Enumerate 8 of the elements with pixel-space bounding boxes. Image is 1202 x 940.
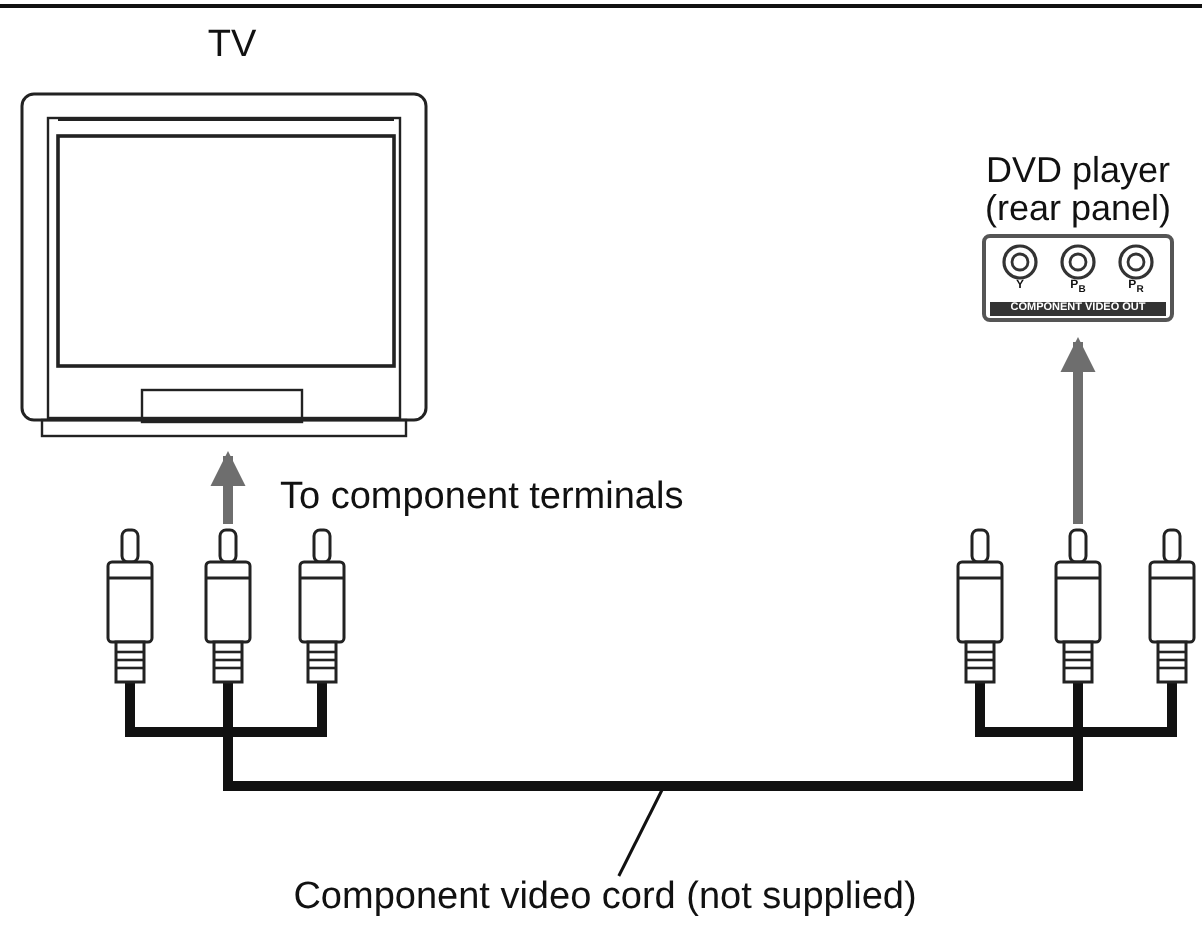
device-label: TV: [205, 24, 259, 68]
edge-label: To component terminals: [280, 476, 684, 520]
device-label: DVD player (rear panel): [982, 152, 1174, 228]
arrow: [1060, 337, 1096, 524]
cord-caption: Component video cord (not supplied): [291, 876, 919, 920]
arrow: [210, 451, 246, 524]
leader-line: [617, 789, 664, 877]
cable: [223, 744, 1083, 791]
